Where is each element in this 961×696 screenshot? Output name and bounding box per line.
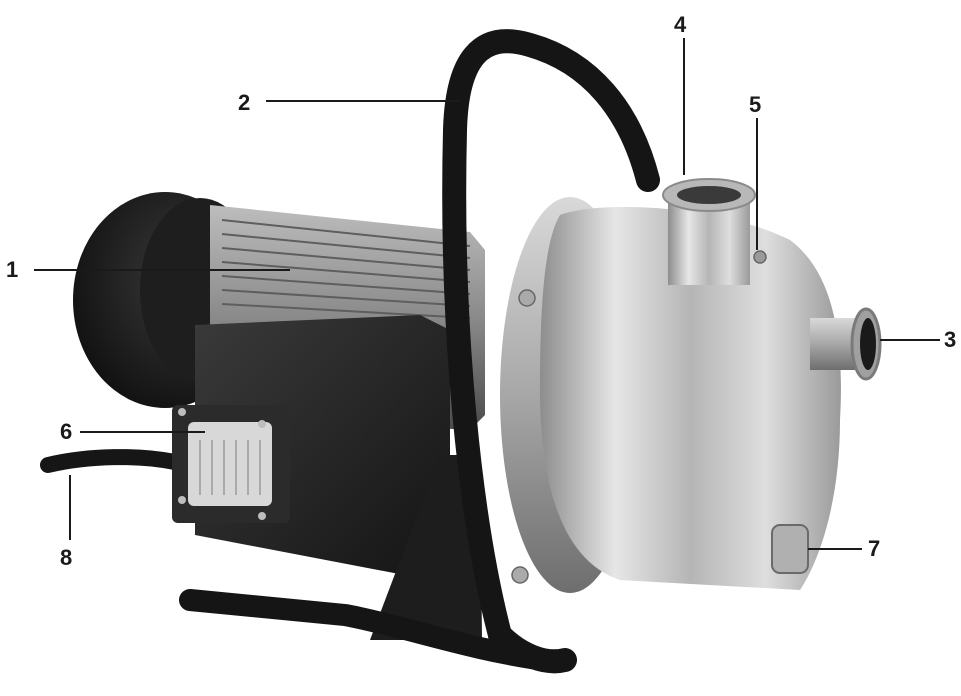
outlet-opening: [677, 186, 741, 204]
callout-6: 6: [60, 419, 73, 444]
flange-bolts: [511, 289, 536, 584]
switch-cover-ribs: [199, 440, 261, 495]
callout-1: 1: [6, 257, 19, 282]
leader-lines: [34, 38, 940, 550]
switch-cover: [188, 422, 272, 506]
pump-housing: [540, 207, 841, 590]
callout-4: 4: [674, 12, 687, 37]
switch-screws: [178, 408, 266, 520]
motor-bracket: [370, 455, 482, 640]
inlet-opening: [860, 318, 876, 370]
carry-handle: [442, 29, 660, 647]
callout-5: 5: [749, 92, 762, 117]
callout-8: 8: [60, 545, 73, 570]
callout-7: 7: [868, 536, 881, 561]
callout-3: 3: [944, 327, 957, 352]
callout-2: 2: [238, 90, 251, 115]
power-cable: [40, 449, 183, 473]
priming-plug: [753, 250, 767, 264]
drain-plug: [771, 524, 809, 574]
motor-cooling-fins: [221, 219, 471, 319]
base-frame-rear: [488, 623, 577, 674]
